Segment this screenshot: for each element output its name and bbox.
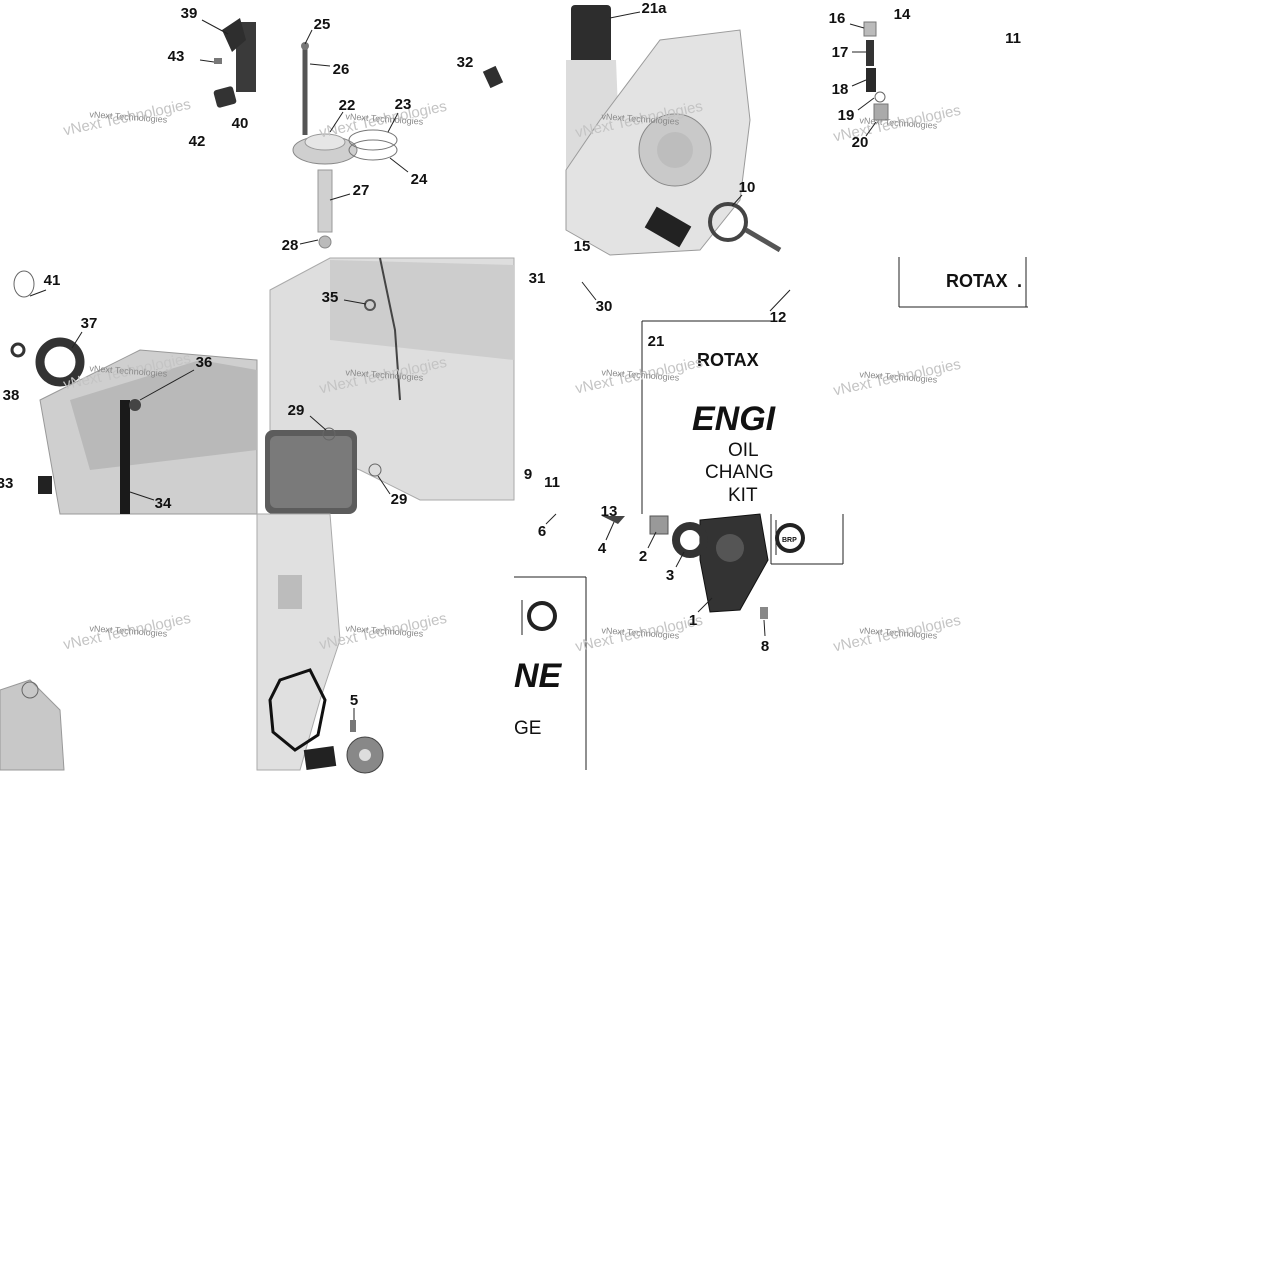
callout-label: 13 bbox=[601, 503, 618, 520]
rotax-label-box: ROTAX . bbox=[898, 257, 1028, 308]
kit2-line-change: GE bbox=[514, 718, 541, 739]
callout-label: 9 bbox=[524, 466, 532, 483]
leader-lines bbox=[29, 11, 877, 720]
tile-valve-set bbox=[863, 21, 889, 121]
callout-label: 29 bbox=[391, 491, 408, 508]
kit-line-kit: KIT bbox=[728, 485, 758, 506]
callout-label: 37 bbox=[81, 315, 98, 332]
tile-oil-pump bbox=[602, 513, 769, 619]
callout-label: 28 bbox=[282, 237, 299, 254]
callout-label: 29 bbox=[288, 402, 305, 419]
callout-label: 3 bbox=[666, 567, 674, 584]
kit-line-change: CHANG bbox=[705, 462, 774, 483]
callout-label: 43 bbox=[168, 48, 185, 65]
callout-label: 17 bbox=[832, 44, 849, 61]
callout-label: 39 bbox=[181, 5, 198, 22]
callout-label: 34 bbox=[155, 495, 172, 512]
rotax-brand-suffix: . bbox=[1017, 271, 1022, 291]
oil-change-kit-box-2: NE GE bbox=[514, 576, 587, 770]
callout-label: 8 bbox=[761, 638, 769, 655]
callout-label: 25 bbox=[314, 16, 331, 33]
callout-label: 30 bbox=[596, 298, 613, 315]
tile-valve-cover bbox=[10, 270, 258, 515]
callout-label: 2 bbox=[639, 548, 647, 565]
kit-line-oil: OIL bbox=[728, 440, 759, 461]
callout-label: 6 bbox=[538, 523, 546, 540]
callout-label: 33 bbox=[0, 475, 13, 492]
callout-label: 14 bbox=[894, 6, 911, 23]
callout-label: 35 bbox=[322, 289, 339, 306]
callout-label: 5 bbox=[350, 692, 358, 709]
tile-crankcase bbox=[565, 5, 782, 256]
callout-label: 11 bbox=[1005, 30, 1021, 47]
callout-label: 15 bbox=[574, 238, 591, 255]
callout-label: 38 bbox=[3, 387, 20, 404]
callout-label: 11 bbox=[544, 474, 560, 491]
callout-label: 32 bbox=[457, 54, 474, 71]
callout-label: 27 bbox=[353, 182, 370, 199]
brp-logo-text: BRP bbox=[782, 537, 797, 544]
callout-label: 42 bbox=[189, 133, 206, 150]
kit-line-engine: ENGI bbox=[692, 400, 777, 438]
kit-brand-text: ROTAX bbox=[697, 350, 759, 370]
tile-pump-shaft bbox=[292, 42, 504, 249]
callout-label: 12 bbox=[770, 309, 787, 326]
callout-label: 26 bbox=[333, 61, 350, 78]
callout-label: 21a bbox=[641, 0, 667, 17]
callout-label: 21 bbox=[648, 333, 665, 350]
callout-label: 1 bbox=[689, 612, 697, 629]
callout-label: 36 bbox=[196, 354, 213, 371]
callout-label: 19 bbox=[838, 107, 855, 124]
tile-oil-filler bbox=[199, 18, 256, 108]
callout-label: 24 bbox=[411, 171, 428, 188]
tile-engine-corner bbox=[0, 679, 65, 771]
callout-label: 41 bbox=[44, 272, 61, 289]
callout-label: 10 bbox=[739, 179, 756, 196]
callout-label: 23 bbox=[395, 96, 412, 113]
callout-label: 18 bbox=[832, 81, 849, 98]
callout-label: 4 bbox=[598, 540, 607, 557]
callout-label: 16 bbox=[829, 10, 846, 27]
tile-crankcase-gasket bbox=[256, 513, 384, 774]
callout-label: 40 bbox=[232, 115, 249, 132]
rotax-brand-text: ROTAX bbox=[946, 271, 1008, 291]
tile-oil-cooler bbox=[265, 257, 515, 514]
kit2-line-engine: NE bbox=[514, 657, 563, 695]
callout-label: 20 bbox=[852, 134, 869, 151]
callout-label: 22 bbox=[339, 97, 356, 114]
callout-label: 31 bbox=[529, 270, 546, 287]
oil-change-kit-box: ROTAX ENGI OIL CHANG KIT BRP bbox=[641, 320, 844, 565]
